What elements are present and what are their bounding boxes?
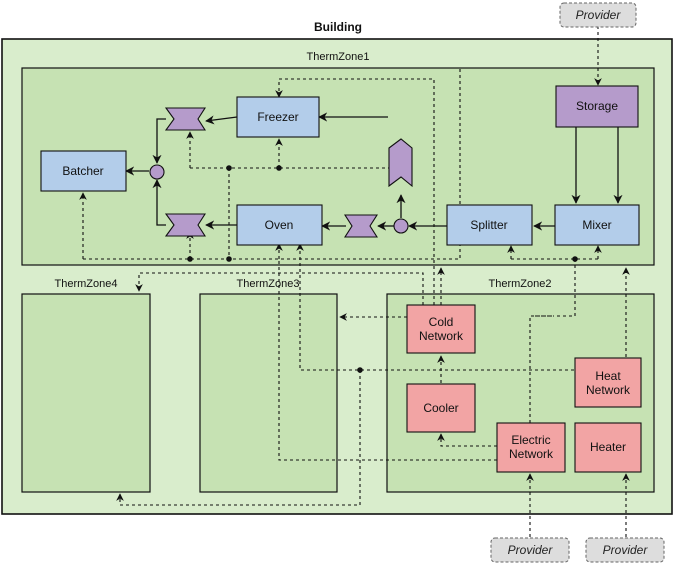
oven-label: Oven <box>265 218 294 232</box>
batcher-node[interactable] <box>40 150 127 192</box>
splitter-label: Splitter <box>470 218 507 232</box>
storage-node[interactable] <box>555 85 639 128</box>
thermzone1-label: ThermZone1 <box>307 51 370 63</box>
splitter-node[interactable] <box>446 204 533 246</box>
provider-bottom-left-label: Provider <box>508 543 554 557</box>
electric-network-label-2: Network <box>509 447 554 461</box>
thermzone3-label: ThermZone3 <box>237 278 300 290</box>
left-junction-circle <box>149 164 165 180</box>
mixer-node[interactable] <box>554 204 640 246</box>
mixer-label: Mixer <box>582 218 611 232</box>
oven-chevron-shape <box>164 213 207 237</box>
freezer-chevron-shape <box>164 107 207 131</box>
heater-node[interactable] <box>574 422 642 473</box>
provider-top[interactable] <box>559 2 637 28</box>
vertical-chevron-shape <box>388 138 413 188</box>
thermzone4-label: ThermZone4 <box>55 278 118 290</box>
dashed-cold-to-freezer <box>275 78 435 305</box>
batcher-label: Batcher <box>62 164 103 178</box>
thermzone3 <box>199 293 338 493</box>
heat-network-node[interactable] <box>574 357 642 408</box>
mid-chevron-shape <box>343 214 379 238</box>
electric-network-node[interactable] <box>496 422 566 473</box>
provider-bottom-right-label: Provider <box>603 543 649 557</box>
dashed-cold-to-zone4 <box>135 272 424 305</box>
cold-network-label-2: Network <box>419 329 464 343</box>
cold-network-label-1: Cold <box>429 315 454 329</box>
right-junction-circle <box>393 218 409 234</box>
provider-bottom-left[interactable] <box>490 537 570 563</box>
freezer-node[interactable] <box>236 96 320 138</box>
electric-network-label-1: Electric <box>511 433 550 447</box>
storage-label: Storage <box>576 99 618 113</box>
cooler-node[interactable] <box>406 383 476 433</box>
provider-bottom-right[interactable] <box>585 537 665 563</box>
dashed-heat-to-oven <box>296 243 574 371</box>
cold-network-node[interactable] <box>406 304 476 354</box>
provider-top-label: Provider <box>576 8 622 22</box>
dashed-bus-bottom <box>83 68 461 260</box>
building-title: Building <box>314 20 362 34</box>
freezer-label: Freezer <box>257 110 298 124</box>
cooler-label: Cooler <box>423 401 458 415</box>
heat-network-label-2: Network <box>586 383 631 397</box>
heat-network-label-1: Heat <box>595 369 621 383</box>
junction-dots <box>187 165 578 373</box>
thermzone2-label: ThermZone2 <box>489 278 552 290</box>
oven-node[interactable] <box>236 204 323 246</box>
thermzone4 <box>21 293 151 493</box>
dashed-electric-to-oven <box>278 259 497 461</box>
heater-label: Heater <box>590 440 626 454</box>
